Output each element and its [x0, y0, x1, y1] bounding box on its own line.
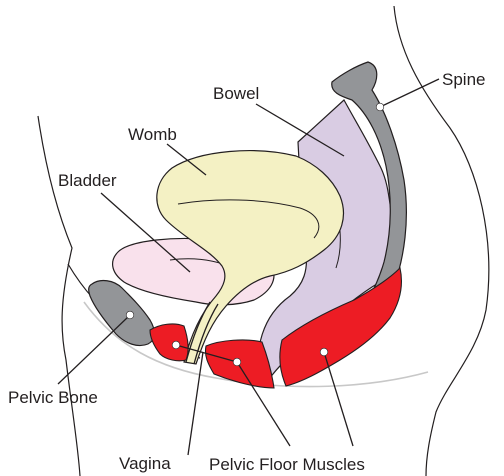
muscle-back-dot: [320, 348, 328, 356]
front-outline: [38, 116, 80, 476]
pelvic-bone-leader: [58, 317, 128, 384]
muscle-back-leader: [324, 352, 353, 446]
womb-label: Womb: [128, 125, 177, 144]
spine-dot: [376, 103, 384, 111]
pelvic-bone-label: Pelvic Bone: [8, 388, 98, 407]
bowel-label: Bowel: [213, 84, 259, 103]
muscle-middle-dot: [233, 358, 241, 366]
spine-label: Spine: [442, 70, 485, 89]
pelvic-bone-dot: [126, 311, 134, 319]
vagina-leader: [188, 352, 203, 455]
muscle-front: [150, 324, 188, 361]
pelvic-floor-muscles-label: Pelvic Floor Muscles: [209, 455, 365, 474]
bladder-label: Bladder: [58, 171, 117, 190]
muscle-front-dot: [172, 341, 180, 349]
vagina-label: Vagina: [119, 454, 171, 473]
spine-leader: [380, 79, 439, 107]
